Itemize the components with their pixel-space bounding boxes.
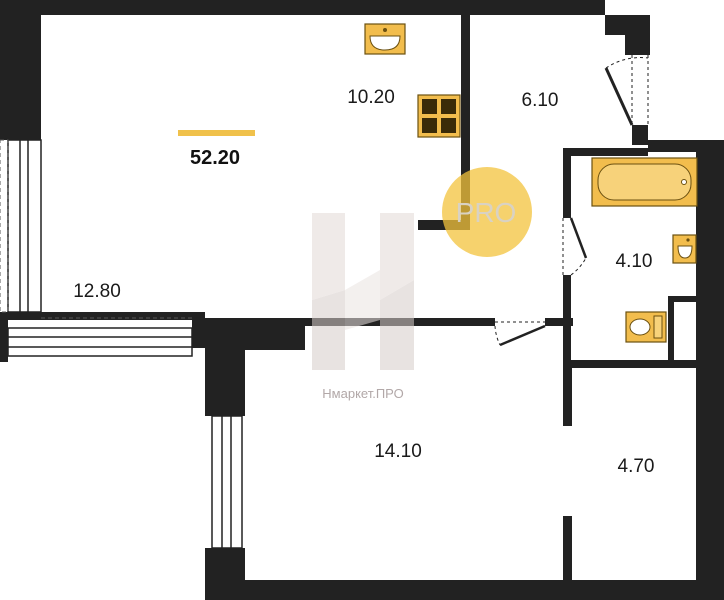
- window-loggia: [7, 327, 193, 357]
- room-area-kitchen: 10.20: [347, 87, 395, 108]
- room-area-bathroom: 4.10: [616, 251, 653, 272]
- wall-bath-top: [563, 148, 648, 156]
- window-bedroom: [211, 415, 243, 549]
- wall-loggia-left: [0, 312, 8, 362]
- wall-bottom: [205, 580, 724, 600]
- wall-loggia-bottom: [0, 312, 205, 320]
- watermark-logo: [312, 213, 414, 370]
- watermark-brand-text: Нмаркет.ПРО: [322, 386, 403, 401]
- wall-top: [0, 0, 605, 15]
- pro-badge-text: PRO: [456, 197, 517, 228]
- wall-right: [696, 140, 724, 600]
- wall-partition-right: [545, 318, 573, 326]
- doors: [494, 55, 649, 347]
- door-bedroom: [499, 324, 546, 347]
- pro-badge: PRO: [442, 167, 532, 257]
- door-entrance: [604, 67, 634, 126]
- room-area-bedroom: 14.10: [374, 441, 422, 462]
- wall-kitchen-hall: [461, 15, 470, 135]
- door-bathroom: [569, 217, 588, 259]
- total-area-accent-bar: [178, 130, 255, 136]
- toilet-icon: [625, 311, 667, 343]
- wall-partition-main: [245, 318, 305, 350]
- room-area-loggia: 12.80: [73, 281, 121, 302]
- wall-bedroom-left-lower: [205, 548, 245, 600]
- openings: [0, 139, 192, 319]
- wall-bath-left-lower: [563, 275, 571, 370]
- room-area-hall: 6.10: [522, 90, 559, 111]
- wall-bath-bottom: [563, 360, 696, 368]
- wall-storage-upper: [563, 368, 572, 426]
- bathtub-icon: [591, 157, 698, 207]
- room-area-storage: 4.70: [618, 456, 655, 477]
- stove-icon: [417, 94, 461, 138]
- windows: [7, 139, 243, 549]
- wall-bath-left-upper: [563, 148, 571, 218]
- wall-top-right-stub-outer: [625, 15, 650, 55]
- wall-wc-niche-top: [668, 296, 696, 302]
- wall-wc-niche-side: [668, 296, 674, 360]
- total-area-label: 52.20: [190, 147, 240, 169]
- wall-right-upper: [632, 125, 648, 145]
- wall-loggia-inner-corner: [192, 318, 245, 348]
- wall-storage-lower: [563, 516, 572, 580]
- bathroom-sink-icon: [672, 234, 697, 264]
- window-left: [7, 139, 42, 313]
- kitchen-sink-icon: [364, 23, 406, 55]
- wall-left-upper: [0, 0, 41, 140]
